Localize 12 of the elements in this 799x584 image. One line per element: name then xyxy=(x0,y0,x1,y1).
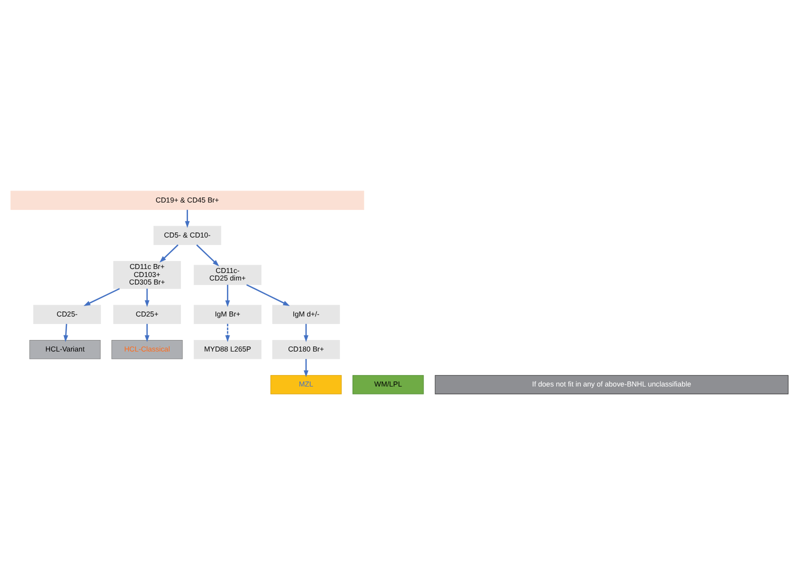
arrow xyxy=(84,288,120,306)
arrow xyxy=(144,323,150,342)
arrow xyxy=(184,209,190,228)
arrow xyxy=(246,284,290,306)
arrow xyxy=(63,323,68,342)
arrow xyxy=(304,358,308,377)
arrow xyxy=(144,288,150,306)
arrow xyxy=(160,244,178,262)
arrow xyxy=(304,323,308,342)
arrow xyxy=(225,323,230,342)
arrow xyxy=(225,284,230,307)
arrow xyxy=(196,244,220,266)
